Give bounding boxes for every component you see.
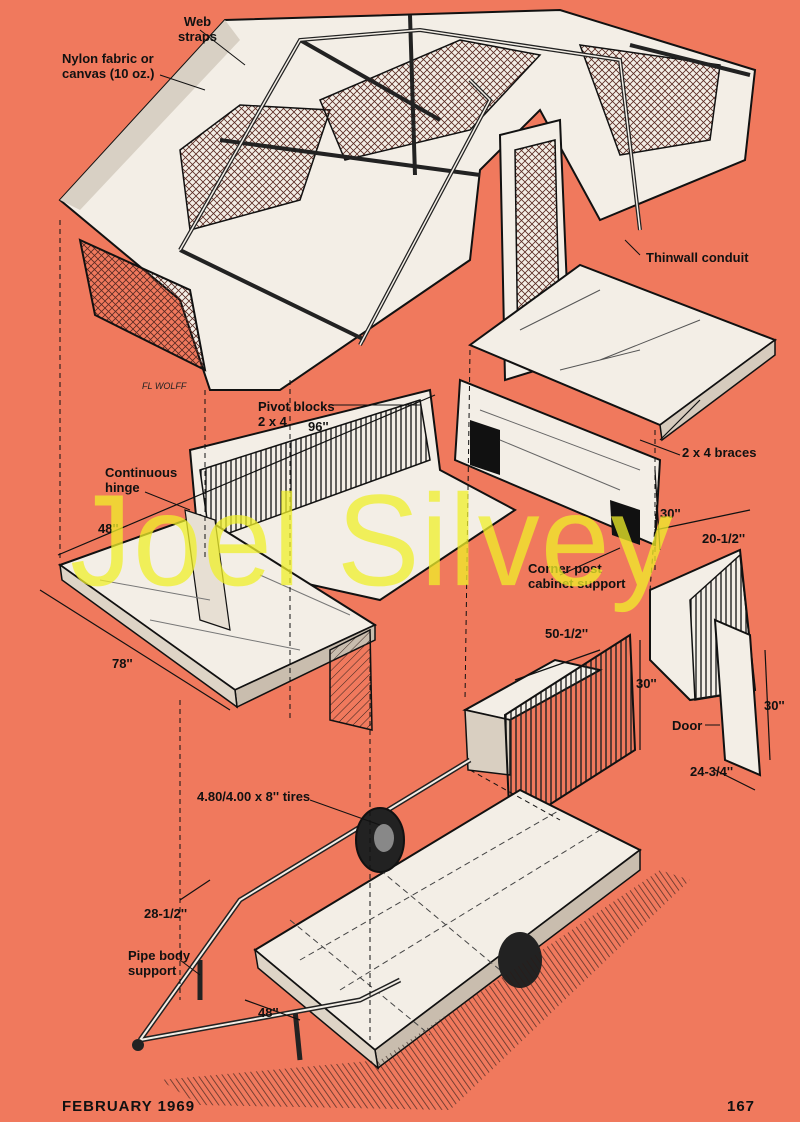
dim-20-half: 20-1/2'' <box>702 531 746 546</box>
dim-48-bottom: 48'' <box>258 1005 279 1020</box>
watermark-text: Joel Silvey <box>70 468 674 614</box>
front-panel <box>462 633 637 832</box>
dim-30-cabinet: 30'' <box>660 506 681 521</box>
upper-floor-panel <box>467 263 778 442</box>
label-corner-post: Corner post cabinet support <box>528 561 626 591</box>
dim-28-half: 28-1/2'' <box>144 906 188 921</box>
label-tires: 4.80/4.00 x 8'' tires <box>197 789 311 804</box>
cabinet-block <box>453 378 662 547</box>
dim-50-half: 50-1/2'' <box>545 626 589 641</box>
label-web-straps: Web straps <box>178 14 218 44</box>
dim-48-top: 48'' <box>98 521 119 536</box>
tent-top <box>58 8 757 391</box>
label-nylon-fabric: Nylon fabric or canvas (10 oz.) <box>62 51 155 81</box>
bed-box <box>57 388 517 731</box>
artist-signature: FL WOLFF <box>142 381 187 391</box>
dim-24-3-4: 24-3/4'' <box>690 764 734 779</box>
label-pipe-body-support: Pipe body support <box>128 948 191 978</box>
label-pivot-blocks: Pivot blocks 2 x 4 <box>258 399 335 429</box>
assembly-lines <box>59 220 661 1040</box>
label-braces: 2 x 4 braces <box>682 445 757 460</box>
dim-30-panel: 30'' <box>636 676 657 691</box>
trailer-chassis <box>132 757 690 1110</box>
footer-page-number: 167 <box>727 1098 756 1115</box>
dim-78: 78'' <box>112 656 133 671</box>
leader-lines <box>144 29 720 976</box>
dimension-lines <box>39 394 771 1021</box>
footer-issue-date: FEBRUARY 1969 <box>62 1098 196 1115</box>
label-thinwall-conduit: Thinwall conduit <box>646 250 749 265</box>
dim-96: 96'' <box>308 419 329 434</box>
label-door: Door <box>672 718 703 733</box>
side-cabinet <box>649 548 762 777</box>
label-continuous-hinge: Continuous hinge <box>105 465 178 495</box>
dim-30-door: 30'' <box>764 698 785 713</box>
